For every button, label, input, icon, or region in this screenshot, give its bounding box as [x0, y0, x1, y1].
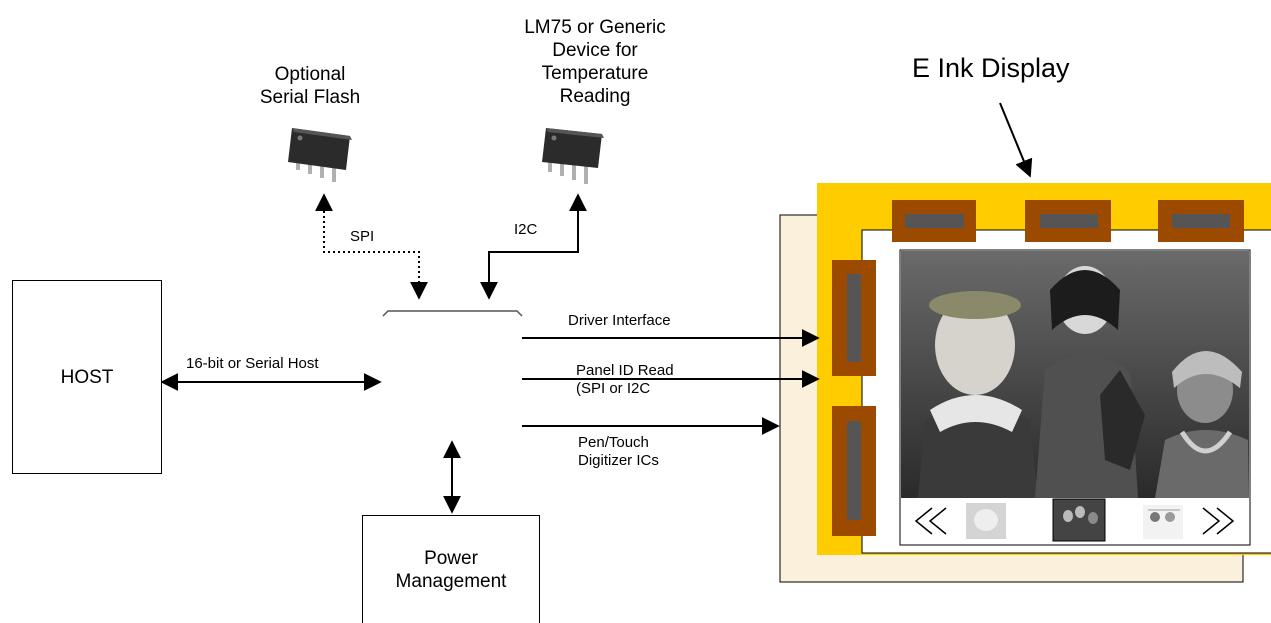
- host-bus-label: 16-bit or Serial Host: [186, 355, 319, 372]
- power-label: Power Management: [395, 548, 507, 592]
- spi-label: SPI: [350, 228, 375, 245]
- host-label: HOST: [60, 367, 114, 388]
- i2c-link: [480, 193, 587, 300]
- rewind-icon[interactable]: [914, 507, 947, 535]
- connector-top-1: [892, 200, 976, 242]
- host-box: HOST: [12, 280, 162, 474]
- controller-block: [382, 310, 523, 317]
- panel-id-label: Panel ID Read (SPI or I2C: [576, 362, 674, 397]
- thumbnail-3: [1143, 505, 1183, 539]
- power-management-box: Power Management: [362, 515, 540, 623]
- i2c-label: I2C: [514, 221, 538, 238]
- eink-pointer: [999, 102, 1033, 178]
- fast-forward-icon[interactable]: [1202, 507, 1235, 535]
- screen-photo: [901, 251, 1249, 498]
- thumbnail-strip: [914, 498, 1235, 542]
- driver-interface-label: Driver Interface: [568, 312, 671, 329]
- eink-display: [779, 183, 1271, 583]
- pen-touch-label: Pen/Touch Digitizer ICs: [578, 434, 659, 469]
- connector-left-2: [832, 406, 876, 536]
- connector-left-1: [832, 260, 876, 376]
- connector-top-2: [1025, 200, 1111, 242]
- spi-link: [315, 193, 428, 300]
- connector-top-3: [1158, 200, 1244, 242]
- temp-sensor-label: LM75 or Generic Device for Temperature R…: [524, 17, 666, 107]
- display-title: E Ink Display: [912, 53, 1070, 83]
- flash-label: Optional Serial Flash: [259, 64, 361, 108]
- chip-icon: [288, 128, 352, 182]
- chip-icon: [542, 128, 604, 184]
